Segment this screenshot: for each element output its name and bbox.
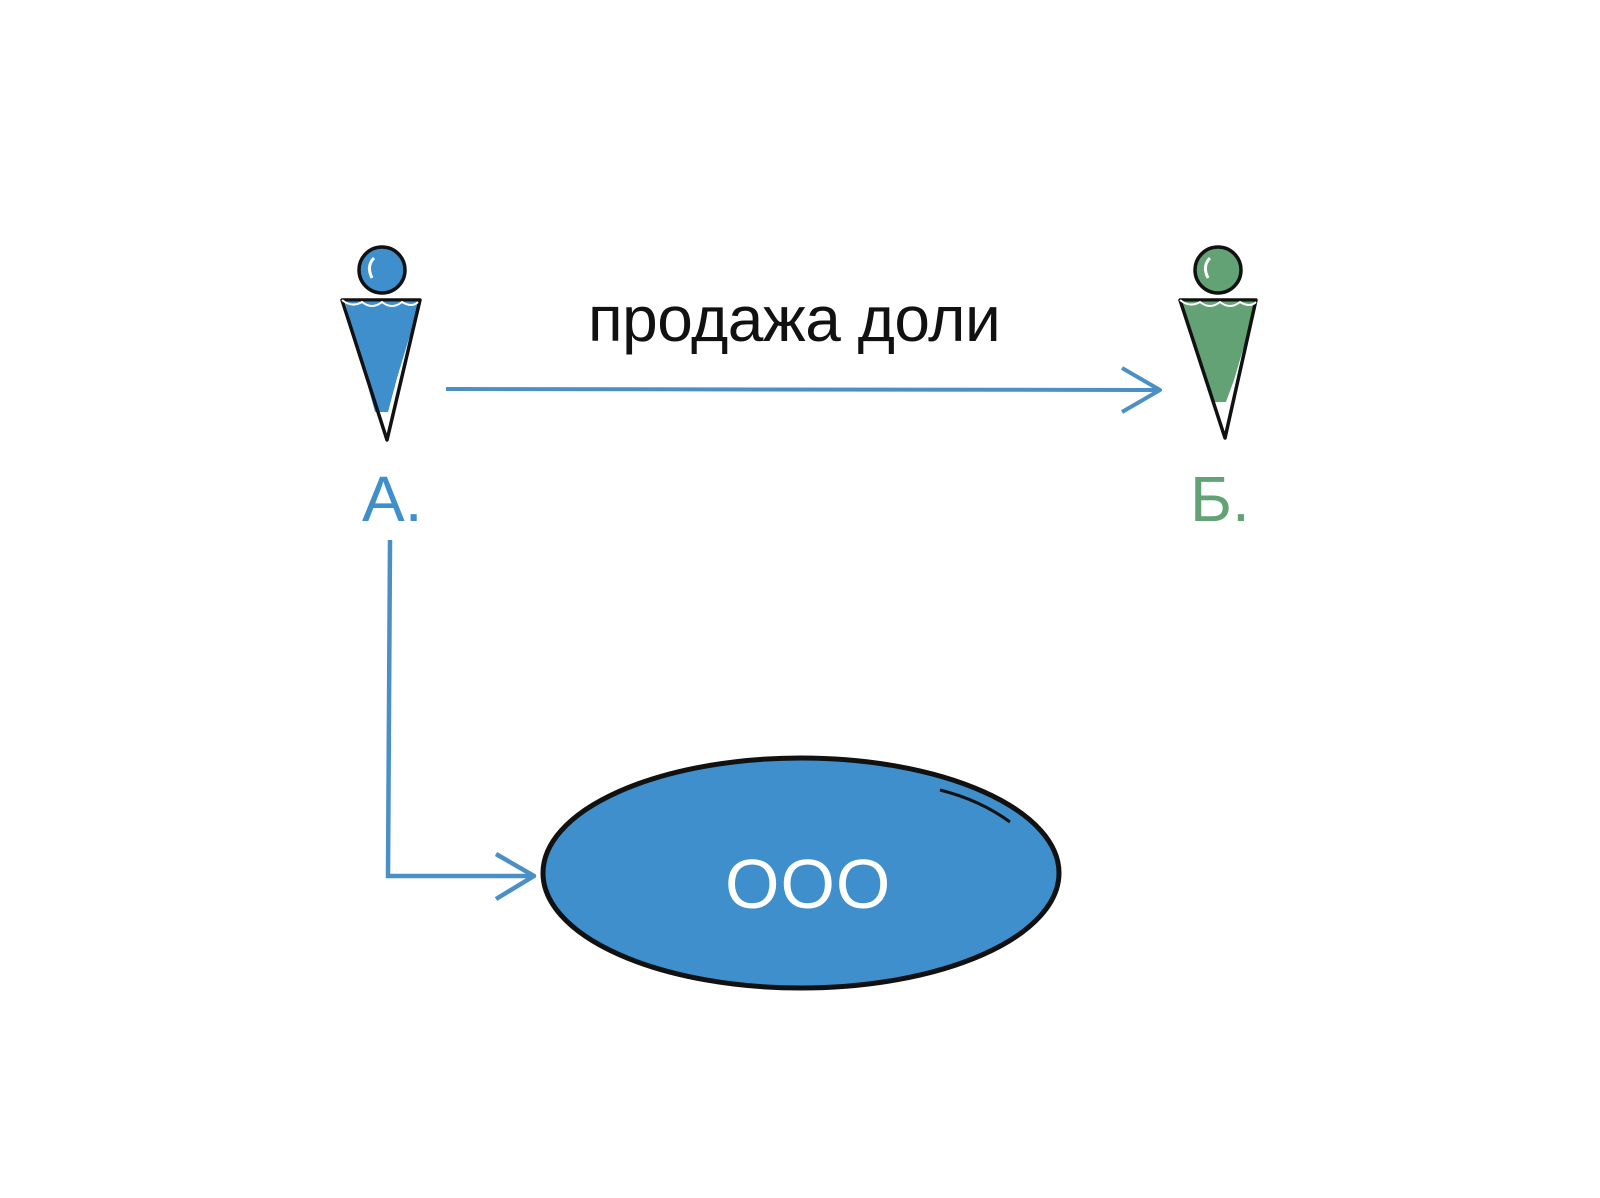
person-b-label: Б. — [1190, 463, 1250, 535]
sale-label: продажа доли — [588, 283, 1001, 355]
person-a-figure — [340, 245, 422, 442]
sale-arrow-head — [1120, 366, 1162, 414]
person-b-head-highlight — [1203, 256, 1212, 279]
person-a-label: А. — [362, 463, 423, 535]
person-a-outline — [340, 298, 422, 442]
company-label: ООО — [725, 845, 892, 923]
sale-arrow — [445, 366, 1162, 414]
person-b-body — [1182, 302, 1257, 402]
person-b-outline — [1178, 298, 1258, 440]
company-node — [540, 755, 1062, 991]
person-a-head-highlight — [367, 256, 376, 279]
person-a-head — [357, 245, 407, 295]
person-b-figure — [1178, 245, 1258, 440]
ownership-arrow — [385, 539, 537, 901]
ownership-arrow-head — [494, 852, 537, 901]
company-ellipse — [540, 755, 1062, 991]
person-b-head — [1193, 245, 1243, 295]
person-a-body — [345, 302, 420, 412]
